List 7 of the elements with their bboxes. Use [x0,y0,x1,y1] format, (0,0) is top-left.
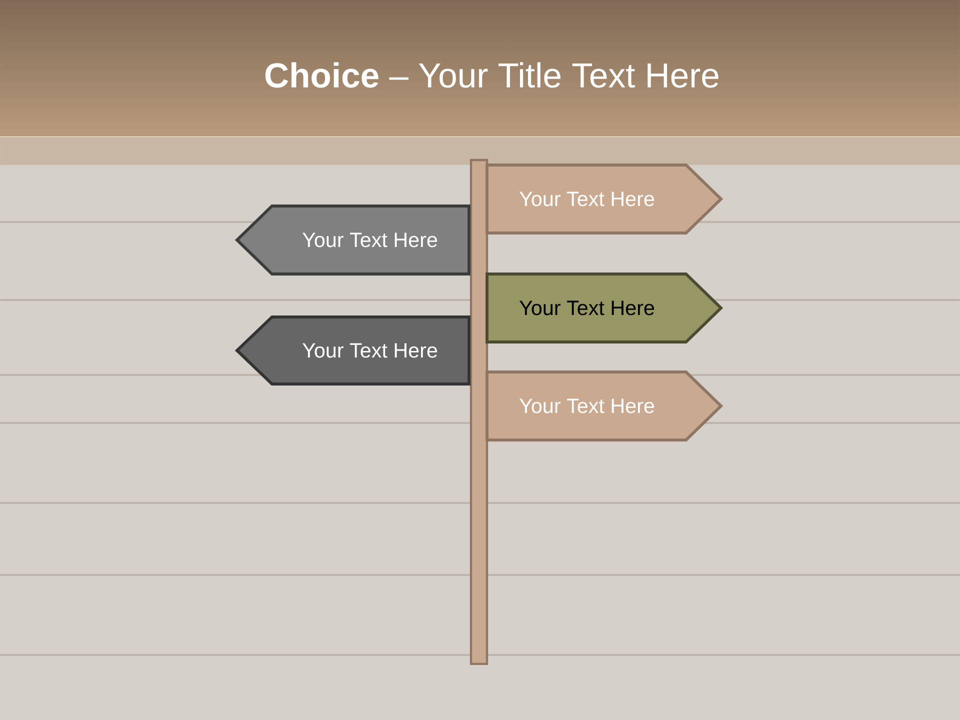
signpost-sign: Your Text Here [486,164,724,234]
signpost-sign: Your Text Here [234,204,470,276]
signpost-sign: Your Text Here [486,272,724,344]
title: Choice – Your Title Text Here [265,62,718,88]
signpost-sign: Your Text Here [486,370,724,442]
signpost-pole [470,158,488,666]
signpost-sign: Your Text Here [234,316,470,386]
